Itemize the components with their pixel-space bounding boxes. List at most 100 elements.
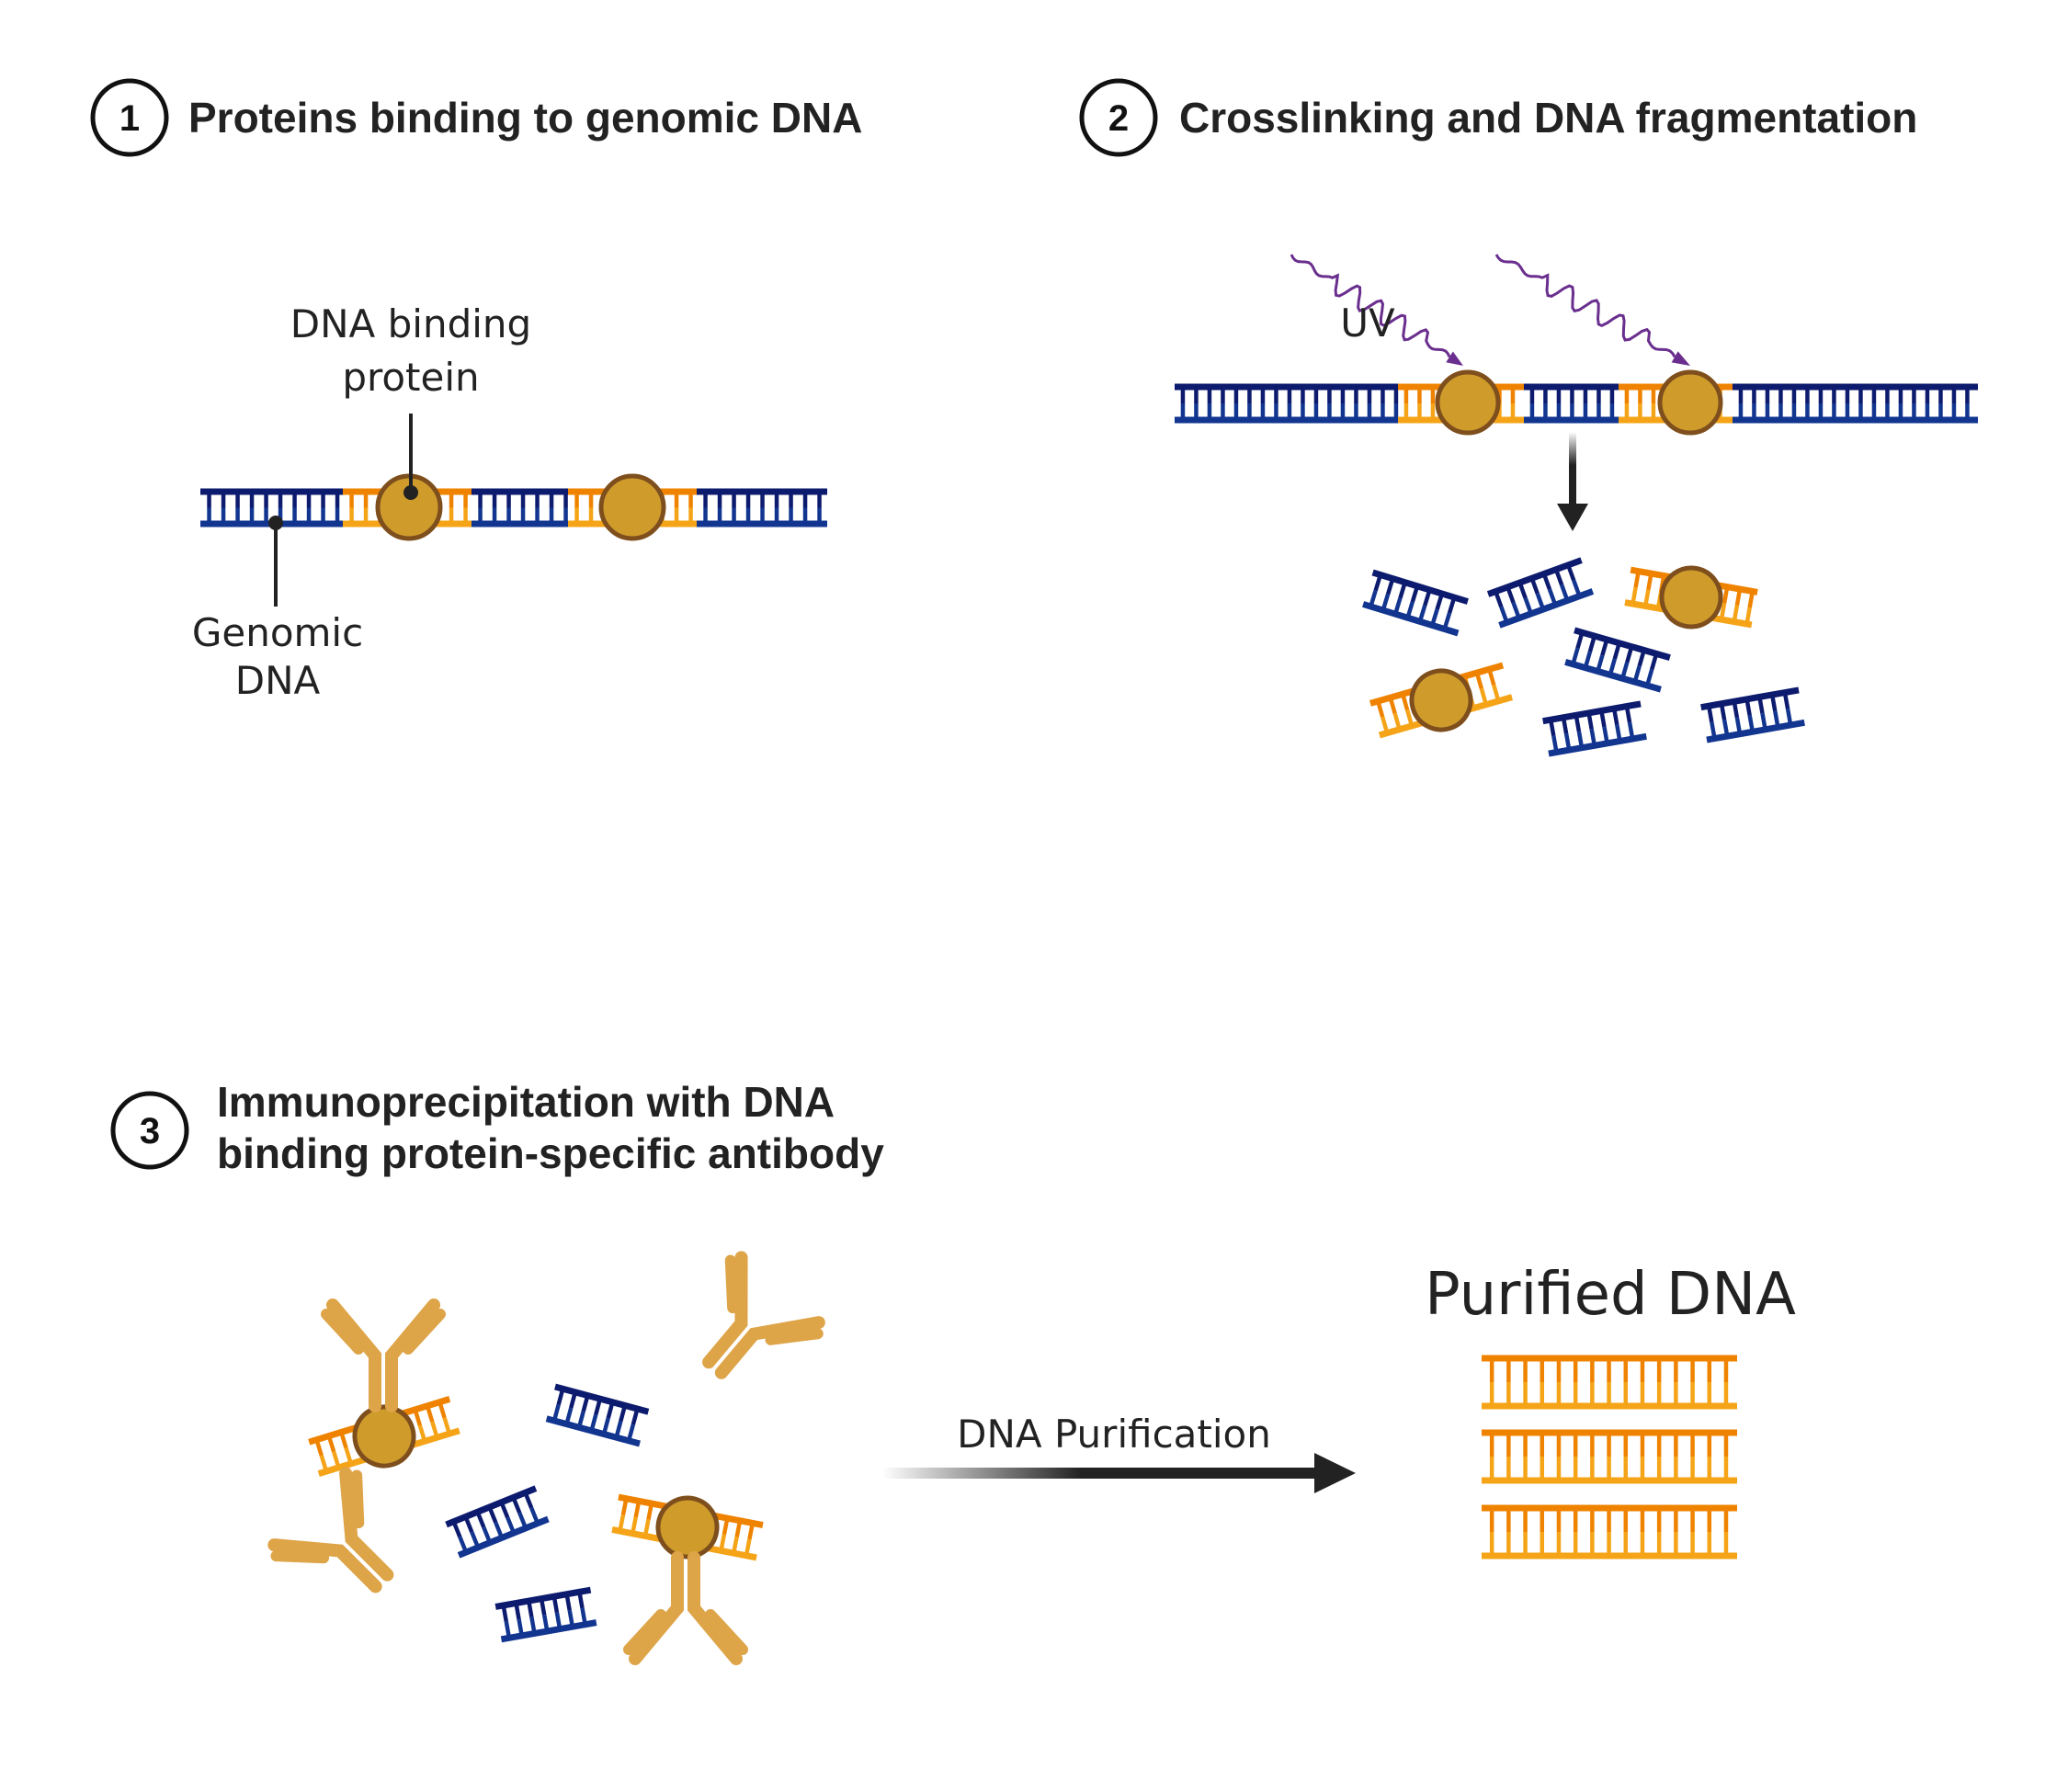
base-pair-rung [601,1417,610,1435]
base-pair-rung [1723,1508,1729,1532]
dna-binding-protein [1659,565,1723,629]
base-pair-rung [1523,1508,1528,1532]
base-pair-rung [1832,387,1836,403]
base-pair-rung [1274,403,1278,420]
base-pair-rung [1607,1382,1611,1406]
backbone-strand [1733,383,1978,391]
base-pair-rung [1393,387,1399,403]
antibody-heavy-chain [267,1538,382,1594]
base-pair-rung [1540,1457,1545,1480]
base-pair-rung [1590,1382,1595,1406]
base-pair-rung [745,507,751,524]
base-pair-rung [1367,403,1372,420]
base-pair-rung [588,492,594,508]
step-number: 2 [1108,98,1129,139]
base-pair-rung [1340,403,1346,420]
base-pair-rung [207,507,211,524]
base-pair-rung [1398,582,1407,599]
base-pair-rung [520,507,526,524]
base-pair-rung [326,1435,336,1453]
base-pair-rung [1732,605,1740,622]
base-pair-rung [1719,703,1727,720]
dna-binding-protein [1409,668,1473,732]
base-pair-rung [321,507,325,524]
base-pair-rung [1381,594,1391,611]
purified-dna-label: Purified DNA [1425,1261,1796,1329]
base-pair-rung [1938,387,1943,403]
base-pair-rung [1925,387,1930,403]
base-pair-rung [1631,586,1638,605]
base-pair-rung [1690,1532,1695,1556]
base-pair-rung [1506,1508,1511,1532]
base-pair-rung [1965,387,1970,403]
base-pair-rung [1623,1382,1629,1406]
base-pair-rung [1845,403,1850,420]
base-pair-rung [1623,1358,1629,1382]
base-pair-rung [1656,1532,1662,1556]
base-pair-rung [1586,712,1594,730]
base-pair-rung [306,507,312,524]
base-pair-rung [1707,1433,1712,1457]
base-pair-rung [1690,1457,1695,1480]
purified-dna-ladder [1482,1504,1737,1559]
base-pair-rung [1782,692,1790,709]
base-pair-rung [264,507,268,524]
base-pair-rung [1721,720,1730,737]
backbone-strand [1482,1429,1737,1436]
base-pair-rung [1791,403,1797,420]
dna-ladder [494,1586,597,1643]
base-pair-rung [1747,591,1756,608]
base-pair-rung [747,1523,756,1540]
base-pair-rung [292,492,297,508]
base-pair-rung [1640,1358,1645,1382]
base-pair-rung [1912,403,1916,420]
antibody-heavy-chain [339,1467,394,1582]
dna-ladder [1362,569,1469,637]
base-pair-rung [1180,403,1186,420]
base-pair-rung [1719,602,1727,620]
base-pair-rung [1523,1433,1528,1457]
base-pair-rung [1566,564,1576,582]
base-pair-rung [1301,387,1305,403]
base-pair-rung [1221,403,1225,420]
base-pair-rung [451,1520,462,1538]
base-pair-rung [1556,1508,1562,1532]
base-pair-rung [722,1517,730,1536]
base-pair-rung [1529,387,1535,403]
base-pair-rung [1583,651,1593,669]
base-pair-rung [1233,403,1239,420]
dna-fragment [1700,686,1805,743]
base-pair-rung [1442,612,1452,630]
base-pair-rung [1723,1358,1729,1382]
base-pair-rung [674,492,679,508]
base-pair-rung [1571,647,1580,665]
base-pair-rung [506,1516,517,1534]
base-pair-rung [1898,403,1903,420]
base-pair-rung [1773,710,1780,728]
base-pair-rung [1805,387,1810,403]
base-pair-rung [1207,387,1212,403]
base-pair-rung [463,492,468,508]
base-pair-rung [1489,1508,1494,1532]
base-pair-rung [417,1424,427,1442]
base-pair-rung [1392,712,1402,731]
base-pair-rung [449,492,454,508]
base-pair-rung [1590,1358,1595,1382]
base-pair-rung [576,1411,585,1428]
base-pair-rung [1583,387,1588,403]
base-pair-rung [1556,1358,1562,1382]
base-pair-rung [1625,646,1634,663]
base-pair-rung [1744,607,1752,625]
base-pair-rung [1523,1457,1528,1480]
base-pair-rung [1590,1457,1595,1480]
dna-binding-protein [1657,369,1723,436]
base-pair-rung [1640,1508,1645,1532]
uv-label: UV [1340,301,1395,346]
base-pair-rung [1818,387,1824,403]
base-pair-rung [1499,606,1509,624]
base-pair-rung [475,1511,486,1528]
base-pair-rung [306,492,312,508]
fragmentation-arrow-shaft [1569,432,1576,505]
base-pair-rung [207,492,211,508]
